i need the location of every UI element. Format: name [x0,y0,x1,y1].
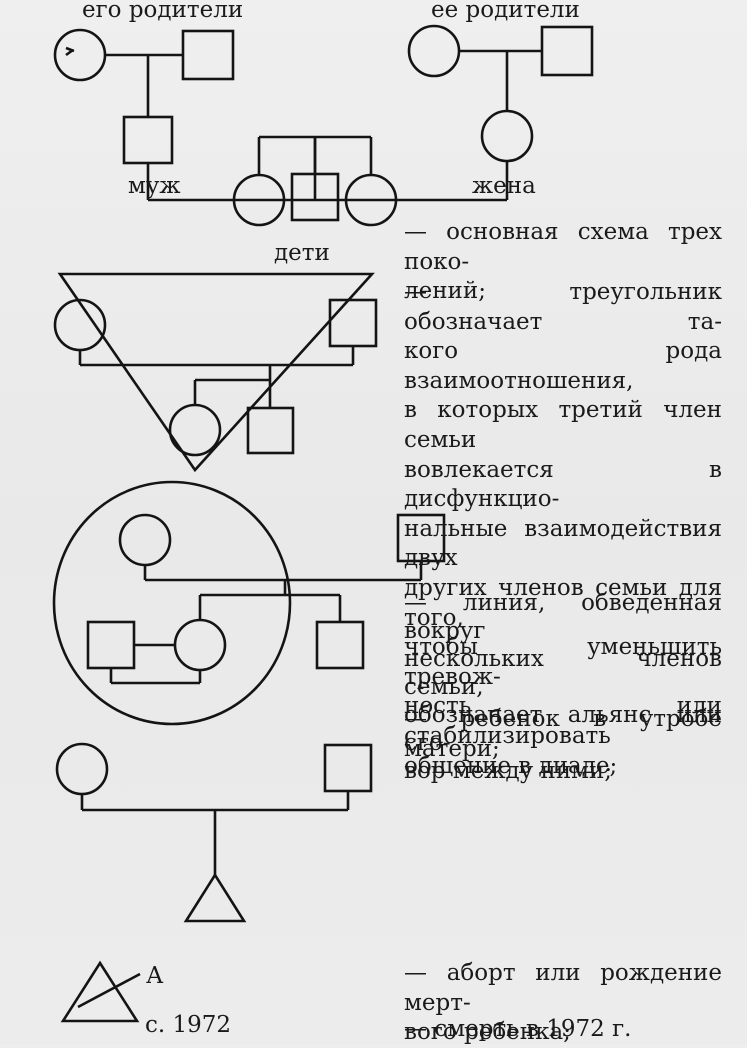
triangle-son-square [246,406,295,455]
triangle-description: — треугольник обозначает та-кого рода вз… [404,278,722,781]
description-line: кого рода взаимоотношения, [404,338,722,394]
alliance-mother-circle [118,513,172,567]
description-line: чтобы уменьшить тревож- [404,634,722,690]
womb-father-square [323,743,373,793]
his-mother-circle [53,28,107,82]
husband-square [122,115,174,165]
his-father-square [181,29,235,81]
abortion-letter-label: А [146,963,164,989]
children-label: дети [274,240,330,266]
wife-label: жена [472,173,536,199]
abortion-triangle [60,960,140,1023]
description-line: вор между ними; [404,758,613,784]
her-parents-label: ее родители [431,0,580,23]
description-line: — смерть в 1972 г. [404,1016,632,1042]
description-line: — ребенок в утробе матери; [404,706,722,762]
her-mother-circle [407,24,461,78]
death-year-label: с. 1972 [145,1012,232,1038]
child-1-circle [232,173,286,227]
husband-label: муж [128,173,181,199]
description-line: — треугольник обозначает та- [404,279,722,335]
description-line: в которых третий член семьи [404,397,722,453]
womb-description: — ребенок в утробе матери; [404,705,722,764]
description-line: нальные взаимодействия двух [404,515,722,572]
abortion-death-scheme [60,960,141,1023]
description-line: лений; [404,278,486,305]
alliance-child-circle [173,618,227,672]
his-parents-label: его родители [82,0,244,23]
description-line: нескольких членов семьи, [404,646,722,700]
womb-mother-circle [55,742,109,796]
death-cross-line [77,972,141,1009]
triangle-scheme [53,272,378,473]
womb-scheme [55,742,373,923]
child-3-circle [344,173,398,227]
description-line: — основная схема трех поко- [404,219,722,275]
abortion-description: — аборт или рождение мерт-вого ребенка; [404,959,722,1048]
description-line: вого ребенка; [404,1019,571,1046]
triangle-mother-circle [53,298,107,352]
basic-scheme-description: — основная схема трех поко-лений; [404,218,722,307]
alliance-scheme [52,480,446,726]
his-mother-mark [65,46,75,57]
death-description: — смерть в 1972 г. [404,1015,722,1045]
alliance-son-square [315,620,365,670]
child-2-square [290,172,340,222]
description-line: других членов семьи для того, [404,574,722,631]
triangle-father-square [328,298,378,348]
dysfunctional-triangle [57,272,375,473]
description-line: — линия, обведенная вокруг [404,590,722,644]
description-line: ность или стабилизировать [404,693,722,749]
alliance-enclosure [52,480,292,726]
her-father-square [540,25,594,77]
description-line: вовлекается в дисфункцио- [404,456,722,513]
womb-child-triangle [183,872,247,923]
description-line: обозначает альянс или сго- [404,702,722,756]
wife-circle [480,109,534,163]
three-generation-scheme [53,24,594,227]
description-line: общение в диаде; [404,752,618,779]
description-line: — аборт или рождение мерт- [404,960,722,1016]
triangle-child-circle [168,403,222,457]
alliance-spouse-square [86,620,136,670]
